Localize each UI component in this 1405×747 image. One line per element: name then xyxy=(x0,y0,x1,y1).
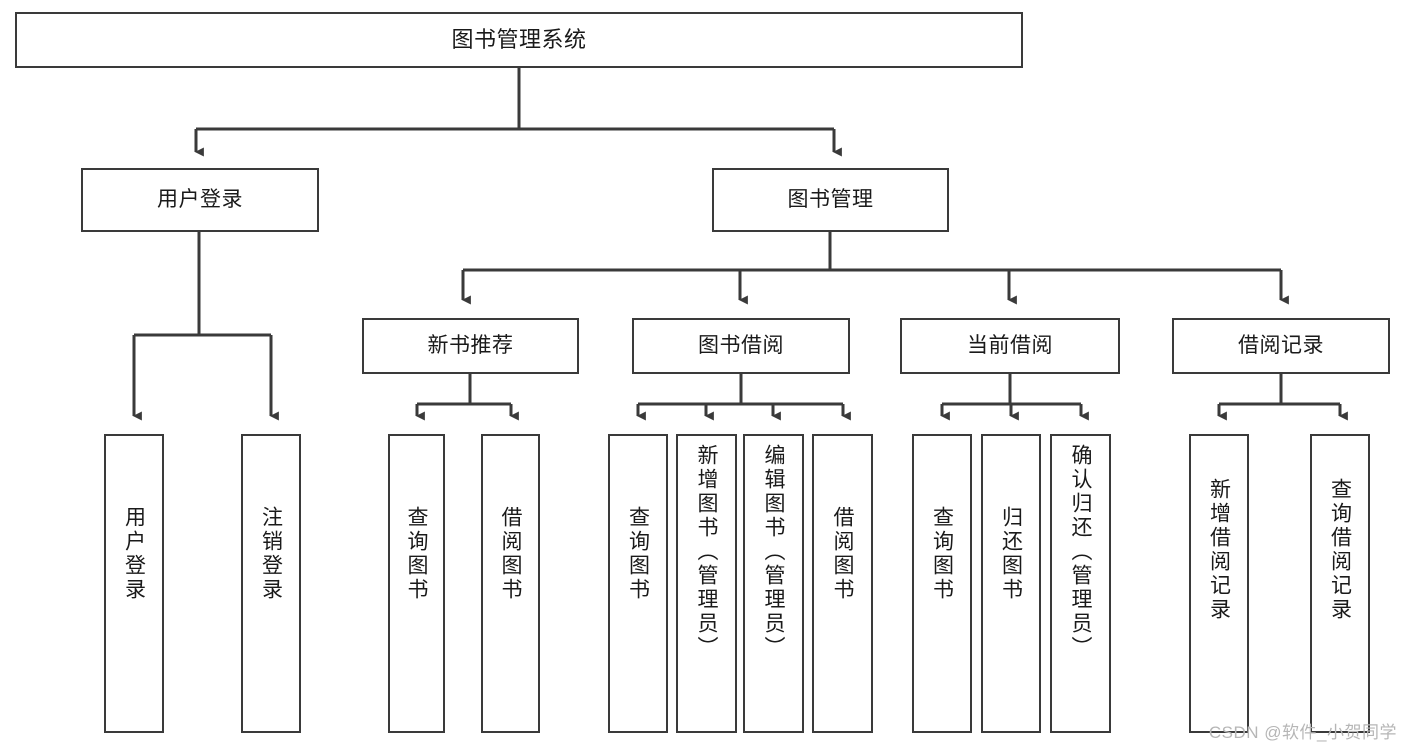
node-label: 归还图书 xyxy=(999,506,1023,602)
node-label: 用户登录 xyxy=(122,506,146,602)
leaf-edit-book-admin[interactable]: 编辑图书（管理员） xyxy=(743,434,804,733)
node-label: 新增借阅记录 xyxy=(1207,478,1231,622)
leaf-confirm-return-admin[interactable]: 确认归还（管理员） xyxy=(1050,434,1111,733)
node-label: 注销登录 xyxy=(259,506,283,602)
leaf-borrow-book[interactable]: 借阅图书 xyxy=(812,434,873,733)
node-user-login[interactable]: 用户登录 xyxy=(81,168,319,232)
node-current-borrowing[interactable]: 当前借阅 xyxy=(900,318,1120,374)
node-label: 借阅图书 xyxy=(499,506,522,602)
leaf-query-book-current[interactable]: 查询图书 xyxy=(912,434,972,733)
node-label: 新增图书（管理员） xyxy=(695,444,718,660)
node-new-book-recommendation[interactable]: 新书推荐 xyxy=(362,318,579,374)
leaf-return-book[interactable]: 归还图书 xyxy=(981,434,1041,733)
node-label: 查询图书 xyxy=(626,506,650,602)
node-label: 用户登录 xyxy=(157,188,243,212)
leaf-borrow-book-recommend[interactable]: 借阅图书 xyxy=(481,434,540,733)
leaf-query-book-borrow[interactable]: 查询图书 xyxy=(608,434,668,733)
node-label: 查询借阅记录 xyxy=(1328,478,1352,622)
node-label: 借阅记录 xyxy=(1238,334,1324,358)
leaf-user-login[interactable]: 用户登录 xyxy=(104,434,164,733)
node-root-system[interactable]: 图书管理系统 xyxy=(15,12,1023,68)
node-label: 查询图书 xyxy=(405,506,428,602)
leaf-add-book-admin[interactable]: 新增图书（管理员） xyxy=(676,434,737,733)
leaf-logout[interactable]: 注销登录 xyxy=(241,434,301,733)
node-label: 确认归还（管理员） xyxy=(1069,444,1092,660)
leaf-add-borrow-record[interactable]: 新增借阅记录 xyxy=(1189,434,1249,733)
watermark-text: CSDN @软件_小贺同学 xyxy=(1208,723,1397,742)
node-borrowing-records[interactable]: 借阅记录 xyxy=(1172,318,1390,374)
leaf-query-borrow-record[interactable]: 查询借阅记录 xyxy=(1310,434,1370,733)
node-label: 借阅图书 xyxy=(831,506,854,602)
node-label: 图书借阅 xyxy=(698,334,784,358)
node-label: 图书管理系统 xyxy=(451,26,587,52)
node-label: 查询图书 xyxy=(930,506,954,602)
node-label: 图书管理 xyxy=(787,188,874,212)
node-label: 编辑图书（管理员） xyxy=(762,444,785,660)
node-label: 新书推荐 xyxy=(427,334,514,358)
node-book-management[interactable]: 图书管理 xyxy=(712,168,949,232)
leaf-query-book-recommend[interactable]: 查询图书 xyxy=(388,434,445,733)
node-book-borrowing[interactable]: 图书借阅 xyxy=(632,318,850,374)
node-label: 当前借阅 xyxy=(967,334,1053,358)
